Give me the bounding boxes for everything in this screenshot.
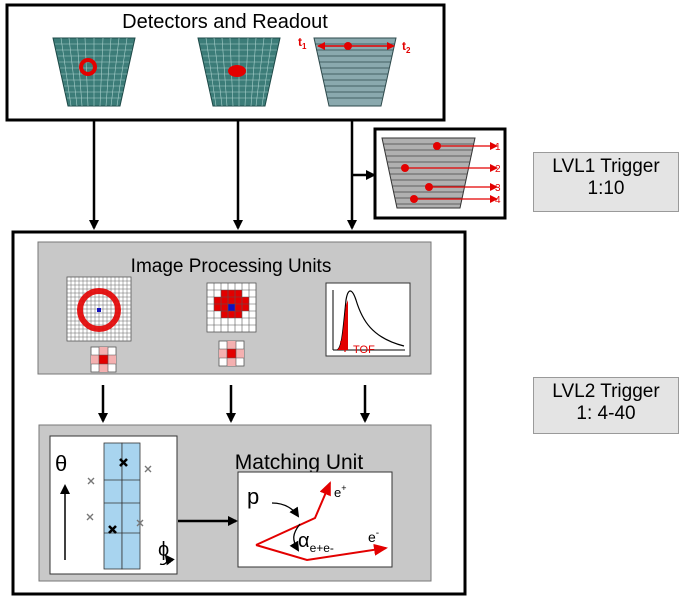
lvl1-trigger-box: LVL1 Trigger 1:10 xyxy=(533,152,679,212)
image-processing-title: Image Processing Units xyxy=(131,256,332,277)
rich-detector-icon xyxy=(52,37,136,107)
svg-text:e-: e- xyxy=(368,528,379,545)
lvl2-trigger-name: LVL2 Trigger xyxy=(552,381,660,402)
electron-label: e xyxy=(368,529,376,545)
detectors-title: Detectors and Readout xyxy=(122,11,328,33)
tof-hit-icon xyxy=(344,42,352,50)
svg-text:t2: t2 xyxy=(402,39,411,55)
tof-histogram-label: TOF xyxy=(353,344,375,356)
momentum-label: p xyxy=(247,484,259,509)
lvl1-strip-hits xyxy=(401,142,498,203)
lvl1-trigger-name: LVL1 Trigger xyxy=(552,156,660,177)
theta-axis-label: θ xyxy=(55,451,67,476)
pair-kinematics-box xyxy=(237,471,393,568)
shower-detector-icon xyxy=(197,37,281,107)
lvl1-strip-label-4: 4 xyxy=(495,195,501,206)
detector-arrows xyxy=(89,121,376,230)
phi-axis-label: ϕ xyxy=(158,539,169,561)
lvl2-trigger-box: LVL2 Trigger 1: 4-40 xyxy=(533,377,679,434)
shower-mask-icon xyxy=(218,340,245,367)
lvl1-trigger-ratio: 1:10 xyxy=(587,178,625,199)
matching-unit-title: Matching Unit xyxy=(235,451,364,474)
lvl1-strip-label-1: 1 xyxy=(495,142,501,153)
lvl1-strip-label-2: 2 xyxy=(495,164,501,175)
tof-detector-icon xyxy=(313,37,397,107)
image-processing-panel: Image Processing Units xyxy=(37,241,432,375)
theta-phi-plot xyxy=(49,435,178,575)
lvl2-trigger-ratio: 1: 4-40 xyxy=(576,403,636,424)
svg-text:e+: e+ xyxy=(334,483,347,500)
svg-text:αe+e-: αe+e- xyxy=(298,530,334,555)
tof-histogram-icon xyxy=(325,282,411,357)
ring-finder-grid-icon xyxy=(66,276,132,342)
tof-t1-label: t xyxy=(298,35,302,49)
shower-hit-icon xyxy=(228,65,246,77)
opening-angle-label: α xyxy=(298,530,310,552)
detectors-panel: Detectors and Readout xyxy=(5,3,446,122)
lvl1-detector-panel: 1 2 3 4 xyxy=(373,127,507,220)
shower-grid-icon xyxy=(206,282,257,333)
positron-label: e xyxy=(334,485,341,500)
svg-text:t1: t1 xyxy=(298,35,307,51)
tof-t2-label: t xyxy=(402,39,406,53)
ring-mask-icon xyxy=(90,346,117,373)
ipu-to-matching-arrows xyxy=(98,385,370,423)
lvl1-strip-label-3: 3 xyxy=(495,183,501,194)
rich-ring-icon xyxy=(79,58,97,76)
match-cross-icons xyxy=(86,465,152,527)
matching-unit-panel: Matching Unit θ ϕ xyxy=(38,424,432,582)
